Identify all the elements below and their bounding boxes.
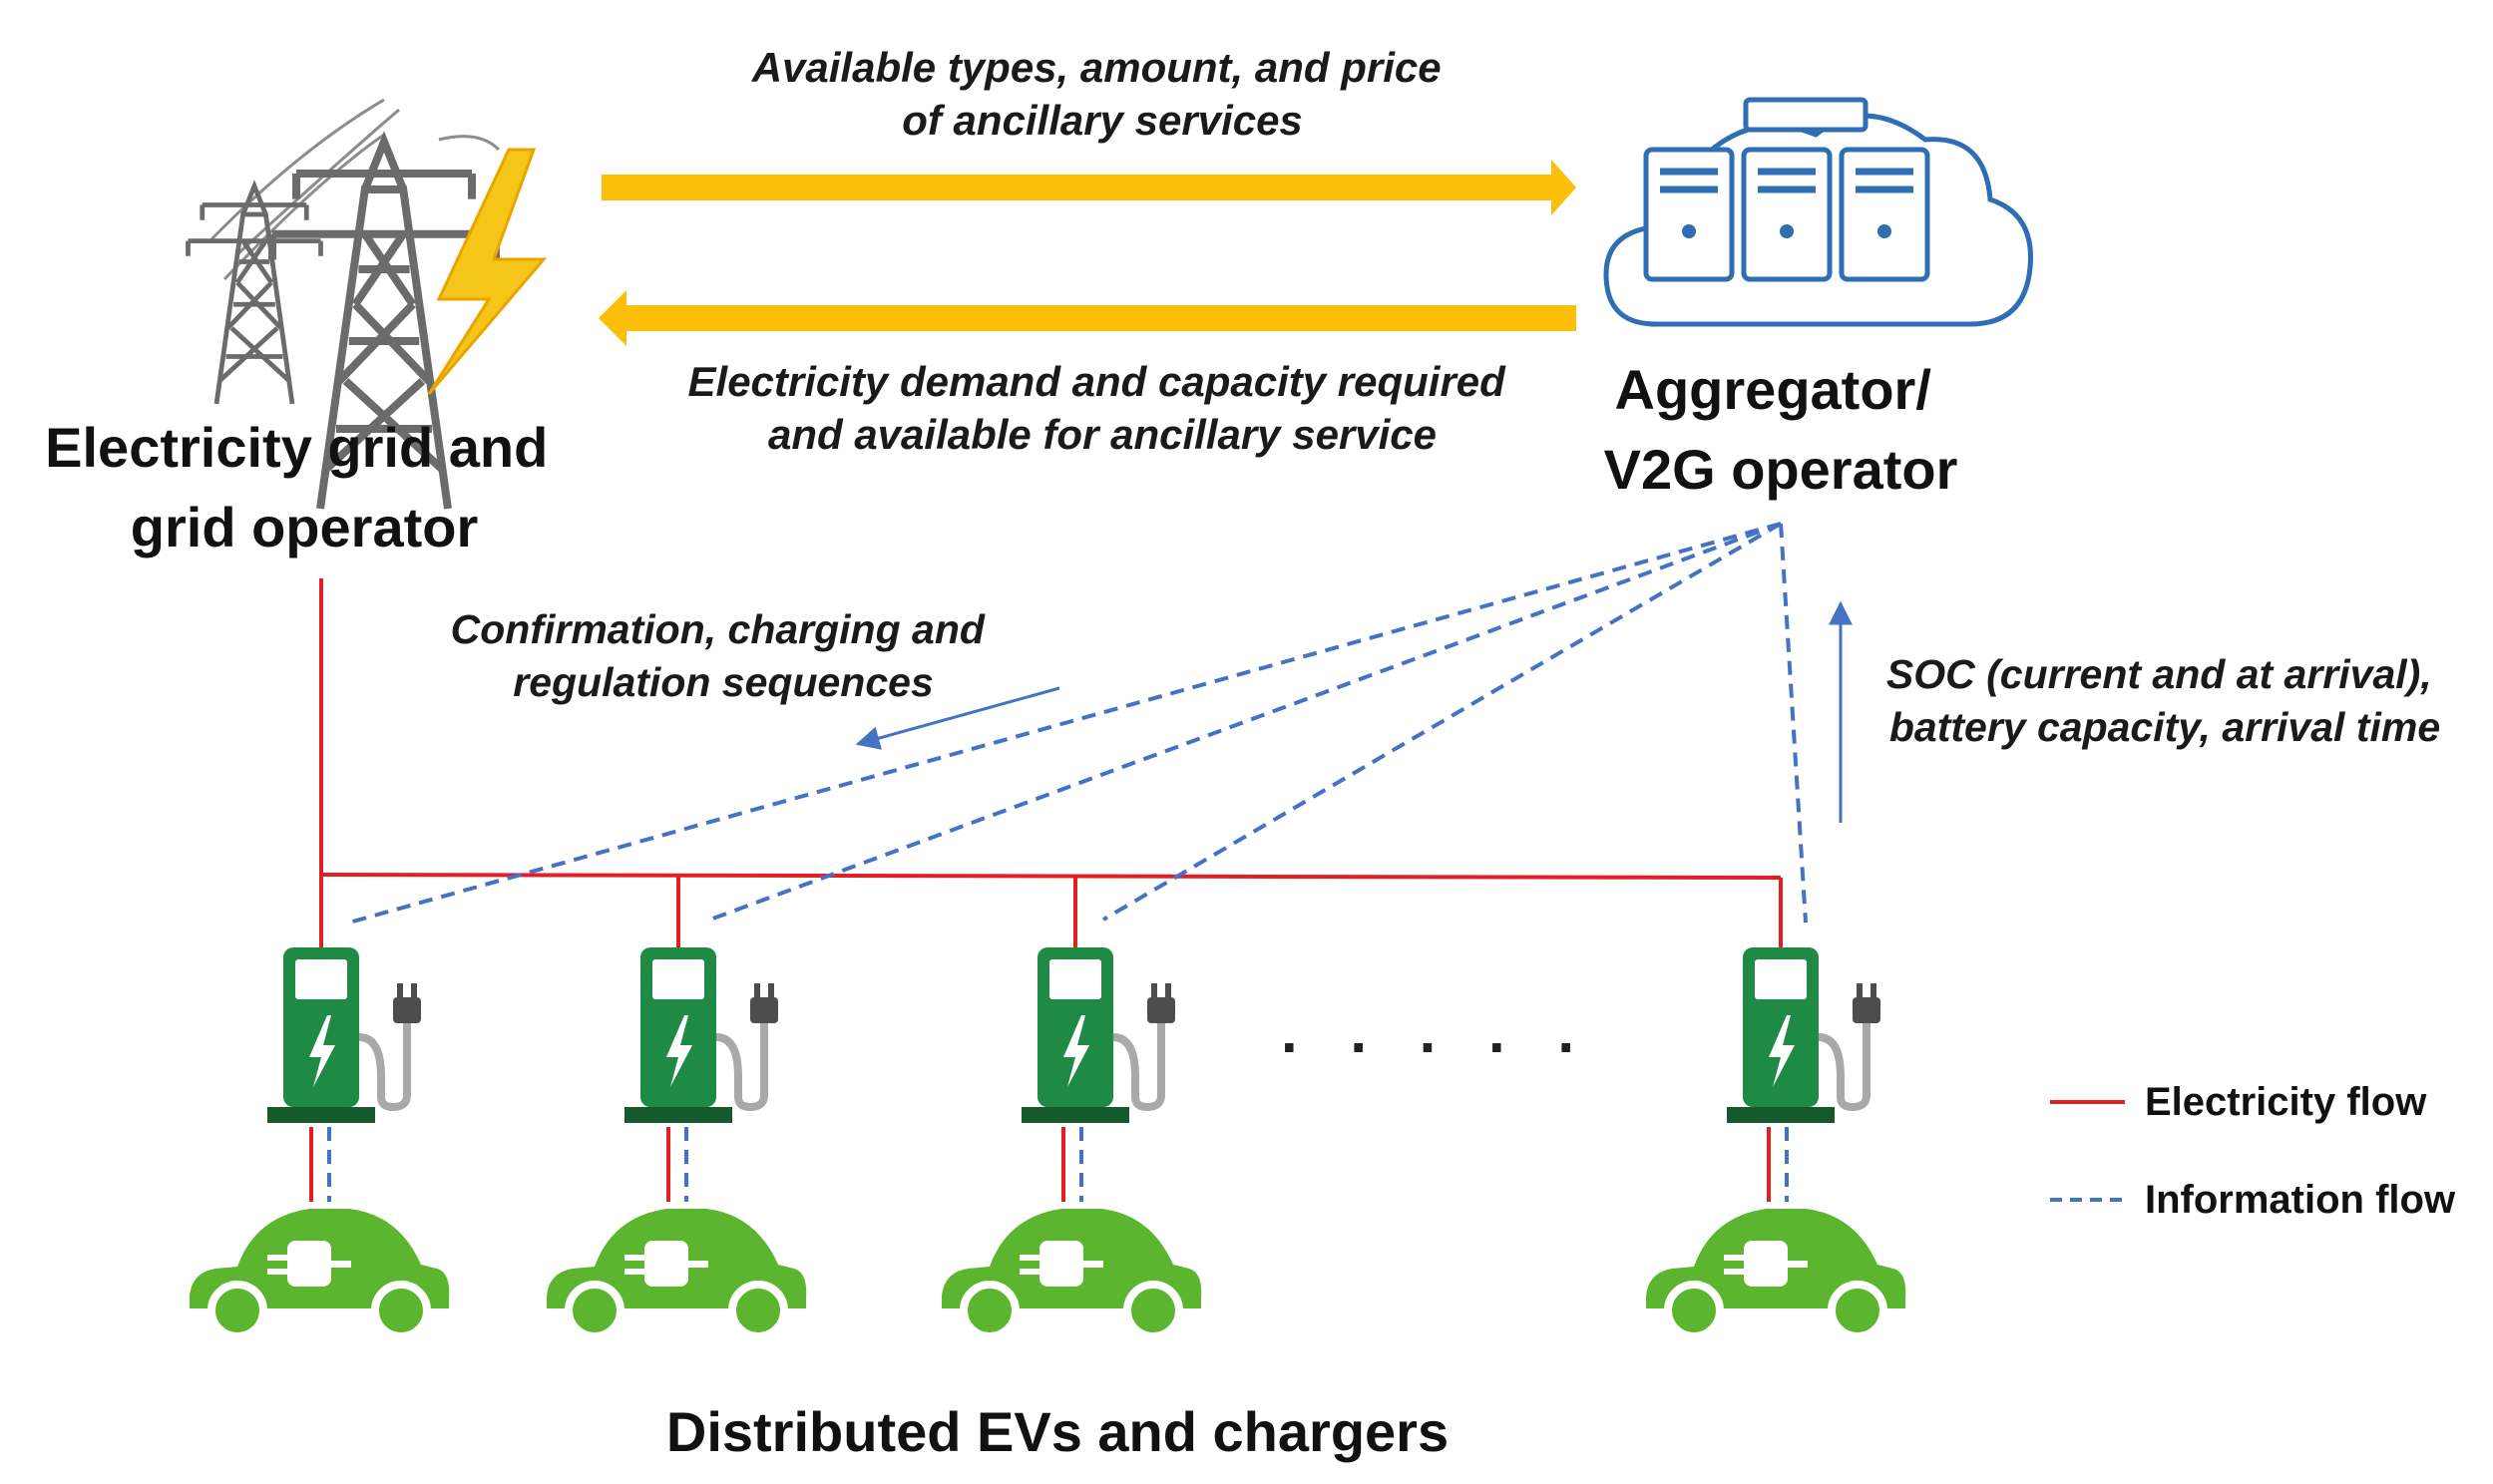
lightning-bolt-icon [427,148,548,395]
service-info-text: Available types, amount, and price of an… [751,44,1454,144]
ev-charger-icon [1022,947,1175,1123]
ev-charger-icon [1727,947,1880,1123]
electric-car-icon [942,1209,1201,1336]
ev-charger-icon [624,947,778,1123]
legend: Electricity flow Information flow [2050,1080,2456,1222]
grid-label: Electricity grid and grid operator [45,416,564,558]
demand-info-text: Electricity demand and capacity required… [688,358,1517,458]
evs-label: Distributed EVs and chargers [666,1400,1449,1463]
info-down-arrow [855,686,1060,750]
ev-charger-icon [267,947,421,1123]
information-network [327,522,1808,1202]
server-cloud-icon [1603,97,2033,327]
demand-info-arrow [599,290,1576,346]
soc-text: SOC (current and at arrival), battery ca… [1886,651,2443,750]
electric-car-icon [547,1209,806,1336]
grid-icon [189,98,548,509]
electricity-network [309,578,1783,1202]
legend-electricity-label: Electricity flow [2145,1080,2427,1124]
electric-car-icon [190,1209,449,1336]
legend-information-label: Information flow [2145,1178,2456,1222]
service-info-arrow [602,160,1576,215]
aggregator-label: Aggregator/ V2G operator [1604,358,1958,501]
ellipsis: . . . . . [1281,998,1592,1065]
electric-car-icon [1646,1209,1905,1336]
confirmation-text: Confirmation, charging and regulation se… [451,606,997,705]
